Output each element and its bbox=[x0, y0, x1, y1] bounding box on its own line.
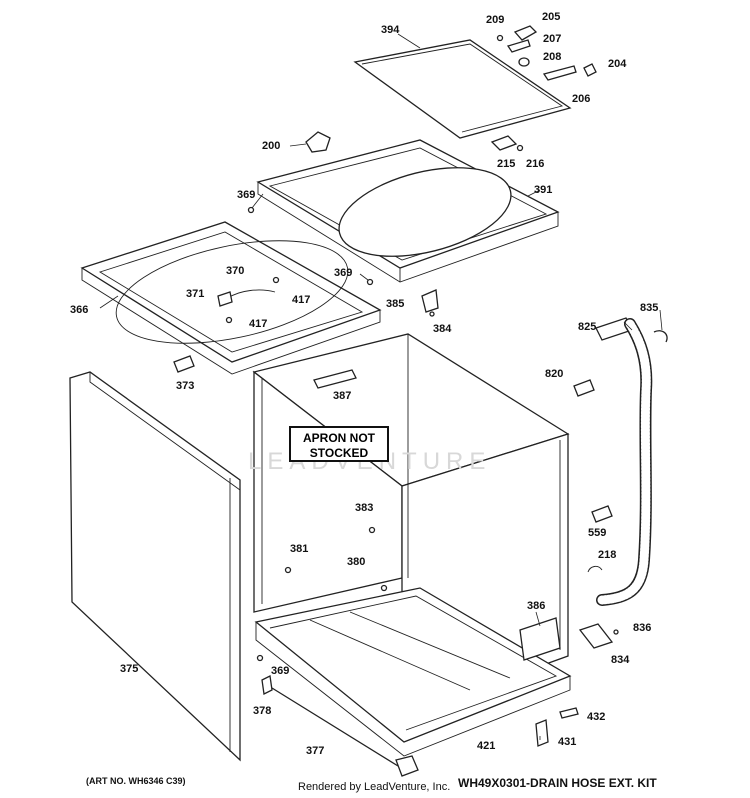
drain-hose bbox=[595, 317, 668, 606]
part-366[interactable]: 366 bbox=[70, 304, 89, 316]
harness-370 bbox=[217, 276, 280, 324]
render-credit: Rendered by LeadVenture, Inc. bbox=[298, 781, 451, 793]
part-205[interactable]: 205 bbox=[542, 11, 561, 23]
part-432[interactable]: 432 bbox=[587, 711, 606, 723]
part-431[interactable]: 431 bbox=[558, 736, 577, 748]
part-825[interactable]: 825 bbox=[578, 321, 597, 333]
bracket-386 bbox=[519, 617, 561, 661]
part-834[interactable]: 834 bbox=[611, 654, 630, 666]
clip-373 bbox=[173, 355, 195, 373]
leader-lines bbox=[99, 33, 663, 740]
lid-hinge-hardware bbox=[496, 25, 597, 81]
part-421[interactable]: 421 bbox=[477, 740, 496, 752]
part-207[interactable]: 207 bbox=[543, 33, 562, 45]
clip-559 bbox=[591, 505, 613, 523]
art-number: (ART NO. WH6346 C39) bbox=[86, 776, 186, 786]
part-218[interactable]: 218 bbox=[598, 549, 617, 561]
part-820[interactable]: 820 bbox=[545, 368, 564, 380]
part-384[interactable]: 384 bbox=[433, 323, 452, 335]
part-835[interactable]: 835 bbox=[640, 302, 659, 314]
part-377[interactable]: 377 bbox=[306, 745, 325, 757]
leveling-rod-377 bbox=[271, 687, 419, 777]
bracket-385 bbox=[421, 289, 439, 313]
clamp-218 bbox=[587, 565, 603, 573]
part-836[interactable]: 836 bbox=[633, 622, 652, 634]
part-373[interactable]: 373 bbox=[176, 380, 195, 392]
part-369-bottom[interactable]: 369 bbox=[271, 665, 290, 677]
part-417-a[interactable]: 417 bbox=[292, 294, 311, 306]
pin-432 bbox=[559, 707, 579, 719]
part-378[interactable]: 378 bbox=[253, 705, 272, 717]
clamp-820 bbox=[573, 379, 595, 397]
part-417-b[interactable]: 417 bbox=[249, 318, 268, 330]
front-panel-375 bbox=[69, 371, 241, 762]
drain-hose-kit-note: WH49X0301-DRAIN HOSE EXT. KIT bbox=[458, 776, 657, 790]
foot-431 bbox=[535, 719, 549, 747]
part-200[interactable]: 200 bbox=[262, 140, 281, 152]
part-383[interactable]: 383 bbox=[355, 502, 374, 514]
part-380[interactable]: 380 bbox=[347, 556, 366, 568]
part-369-mid[interactable]: 369 bbox=[334, 267, 353, 279]
bracket-834 bbox=[578, 623, 614, 649]
part-209[interactable]: 209 bbox=[486, 14, 505, 26]
part-208[interactable]: 208 bbox=[543, 51, 562, 63]
knob-200 bbox=[305, 131, 331, 153]
top-cover-391 bbox=[256, 139, 560, 283]
part-369-top[interactable]: 369 bbox=[237, 189, 256, 201]
apron-note-line2: STOCKED bbox=[309, 446, 369, 460]
part-204[interactable]: 204 bbox=[608, 58, 627, 70]
part-381[interactable]: 381 bbox=[290, 543, 309, 555]
part-386[interactable]: 386 bbox=[527, 600, 546, 612]
apron-note-line1: APRON NOT bbox=[303, 431, 375, 445]
leg-378 bbox=[261, 675, 273, 695]
part-394[interactable]: 394 bbox=[381, 24, 400, 36]
part-559[interactable]: 559 bbox=[588, 527, 607, 539]
part-387[interactable]: 387 bbox=[333, 390, 352, 402]
part-216[interactable]: 216 bbox=[526, 158, 545, 170]
lid-switch-215 bbox=[490, 135, 518, 151]
frame-366 bbox=[80, 221, 382, 375]
lid-394 bbox=[353, 39, 572, 139]
part-370[interactable]: 370 bbox=[226, 265, 245, 277]
part-215[interactable]: 215 bbox=[497, 158, 516, 170]
apron-not-stocked-note: APRON NOT STOCKED bbox=[289, 426, 389, 462]
base-421 bbox=[254, 587, 572, 757]
part-385[interactable]: 385 bbox=[386, 298, 405, 310]
part-371[interactable]: 371 bbox=[186, 288, 205, 300]
part-375[interactable]: 375 bbox=[120, 663, 139, 675]
part-391[interactable]: 391 bbox=[534, 184, 553, 196]
part-206[interactable]: 206 bbox=[572, 93, 591, 105]
